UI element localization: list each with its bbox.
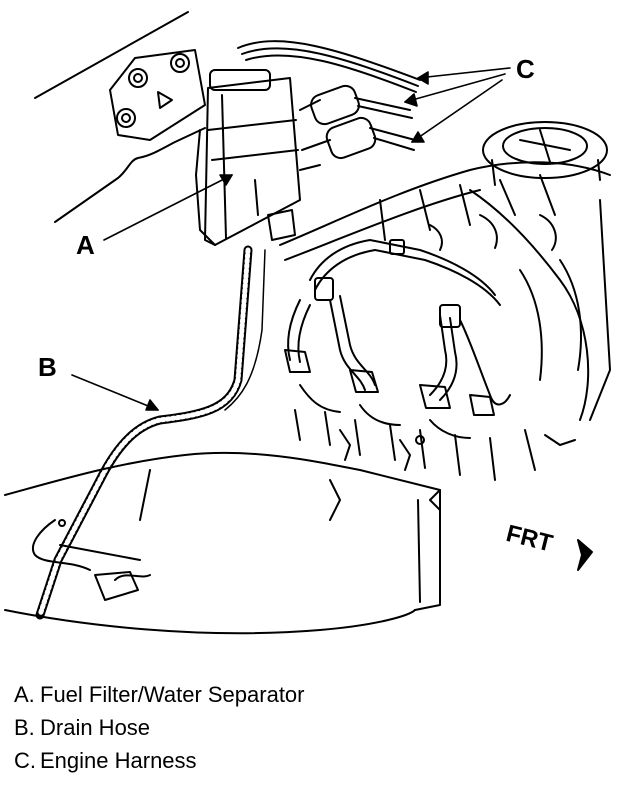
legend-item: A. Fuel Filter/Water Separator xyxy=(14,682,305,715)
drain-hose xyxy=(35,245,266,620)
legend-item: C. Engine Harness xyxy=(14,748,305,781)
harness-connectors xyxy=(237,40,421,171)
legend-key: C. xyxy=(14,748,36,773)
front-direction-arrow-icon xyxy=(577,539,593,571)
cylinder-head xyxy=(294,409,576,481)
legend-text: Drain Hose xyxy=(40,715,151,740)
injection-lines xyxy=(287,239,511,406)
legend-key: A. xyxy=(14,682,35,707)
legend-text: Fuel Filter/Water Separator xyxy=(40,682,305,707)
legend-key: B. xyxy=(14,715,35,740)
fuel-filter-water-separator xyxy=(195,69,301,246)
frame-rail xyxy=(4,451,441,635)
legend: A. Fuel Filter/Water Separator B. Drain … xyxy=(14,682,305,781)
legend-text: Engine Harness xyxy=(40,748,197,773)
injector-nozzles xyxy=(284,349,495,439)
engine-bay-illustration xyxy=(4,11,611,635)
leader-lines xyxy=(71,67,511,411)
legend-item: B. Drain Hose xyxy=(14,715,305,748)
callout-a: A xyxy=(76,230,95,260)
body-panel-lines xyxy=(34,11,206,223)
callout-c: C xyxy=(516,54,535,84)
callout-b: B xyxy=(38,352,57,382)
air-intake-cap xyxy=(482,121,608,186)
hose-clip xyxy=(32,519,151,601)
mounting-bracket xyxy=(109,49,206,141)
intake-manifold xyxy=(279,161,611,421)
